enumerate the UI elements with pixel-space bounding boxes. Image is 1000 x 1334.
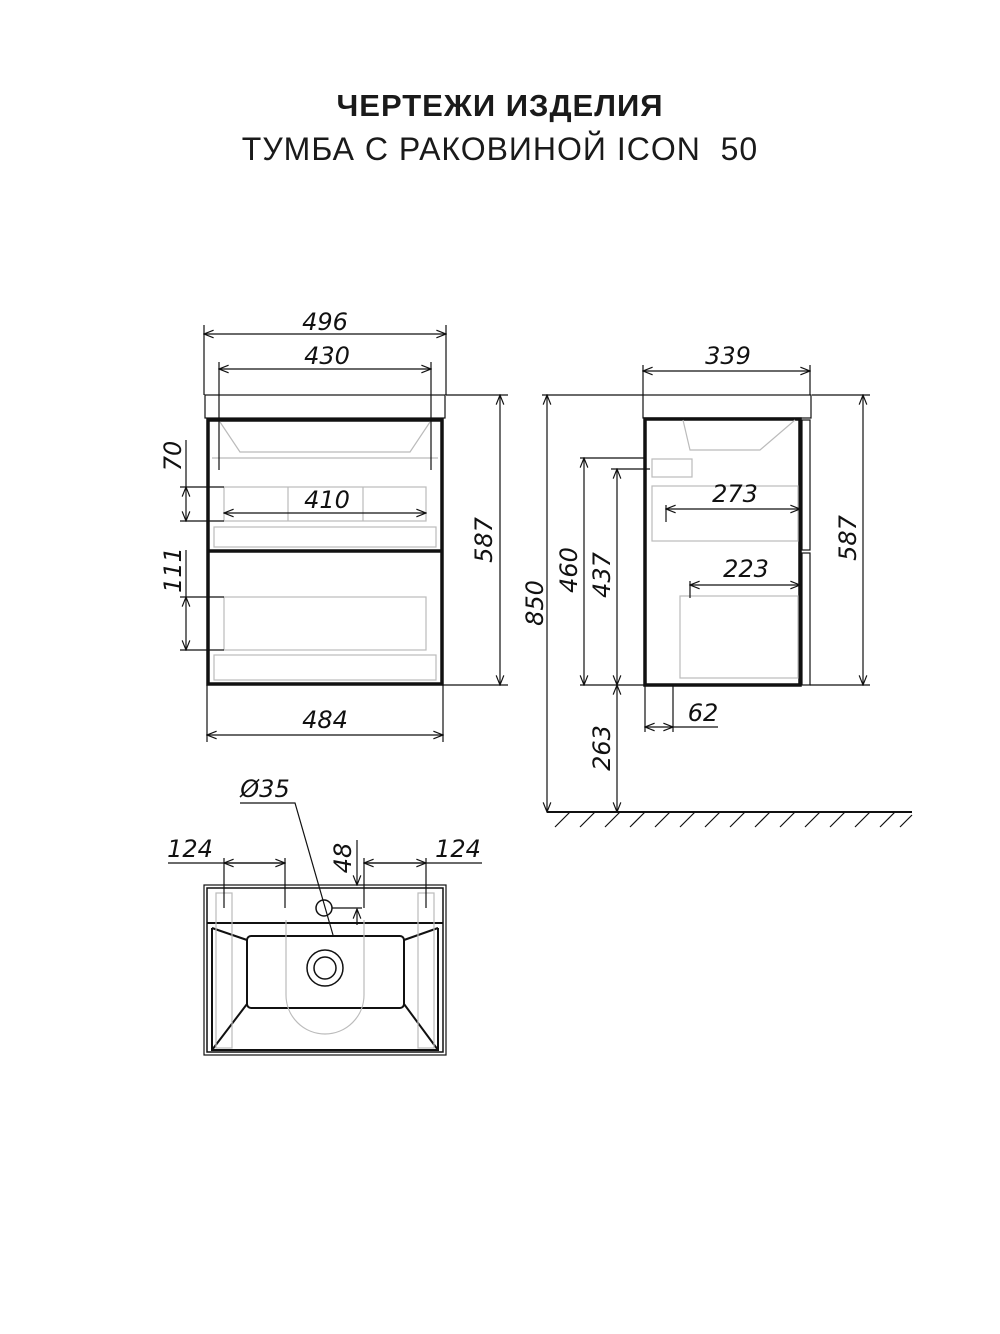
dim-floor-clearance: 263 [588, 725, 616, 771]
dim-drawer2-height: 111 [159, 547, 187, 593]
dim-cabinet-height-front: 587 [470, 516, 498, 563]
dim-depth: 339 [705, 342, 751, 370]
basin-bottom [246, 935, 405, 1009]
dim-sink-width: 430 [304, 342, 350, 370]
top-view: Ø35 124 124 48 [167, 775, 482, 1056]
front-view: 496 430 410 70 111 587 484 [159, 308, 508, 742]
dim-drawer1-depth: 273 [712, 480, 758, 508]
dim-overall-width: 496 [302, 308, 348, 336]
dim-hole-offset: 48 [329, 843, 357, 874]
product-subtitle: ТУМБА С РАКОВИНОЙ ICON 50 [241, 131, 759, 167]
dim-hole-diameter: Ø35 [239, 775, 289, 803]
dim-drawer-inner-width: 410 [304, 486, 350, 514]
dim-left-offset: 124 [167, 835, 213, 863]
drain-outer [306, 949, 344, 987]
countertop [204, 394, 446, 419]
drain-inner [313, 956, 337, 980]
dim-height-460: 460 [555, 547, 583, 593]
dim-height-437: 437 [588, 551, 616, 598]
side-view: 339 850 587 460 437 273 223 62 263 [521, 342, 913, 828]
dim-drawer1-height: 70 [159, 441, 187, 472]
countertop-side [642, 394, 812, 419]
dim-drawer2-depth: 223 [723, 555, 769, 583]
sink-bowl-outline [219, 421, 431, 453]
dim-right-offset: 124 [435, 835, 481, 863]
dim-cabinet-height-side: 587 [834, 514, 862, 561]
drawing-title: ЧЕРТЕЖИ ИЗДЕЛИЯ [336, 88, 664, 123]
dim-body-width: 484 [302, 706, 348, 734]
floor-line [547, 811, 913, 828]
cabinet-side [643, 417, 802, 687]
dim-offset-62: 62 [688, 699, 719, 727]
dim-total-height: 850 [521, 580, 549, 626]
